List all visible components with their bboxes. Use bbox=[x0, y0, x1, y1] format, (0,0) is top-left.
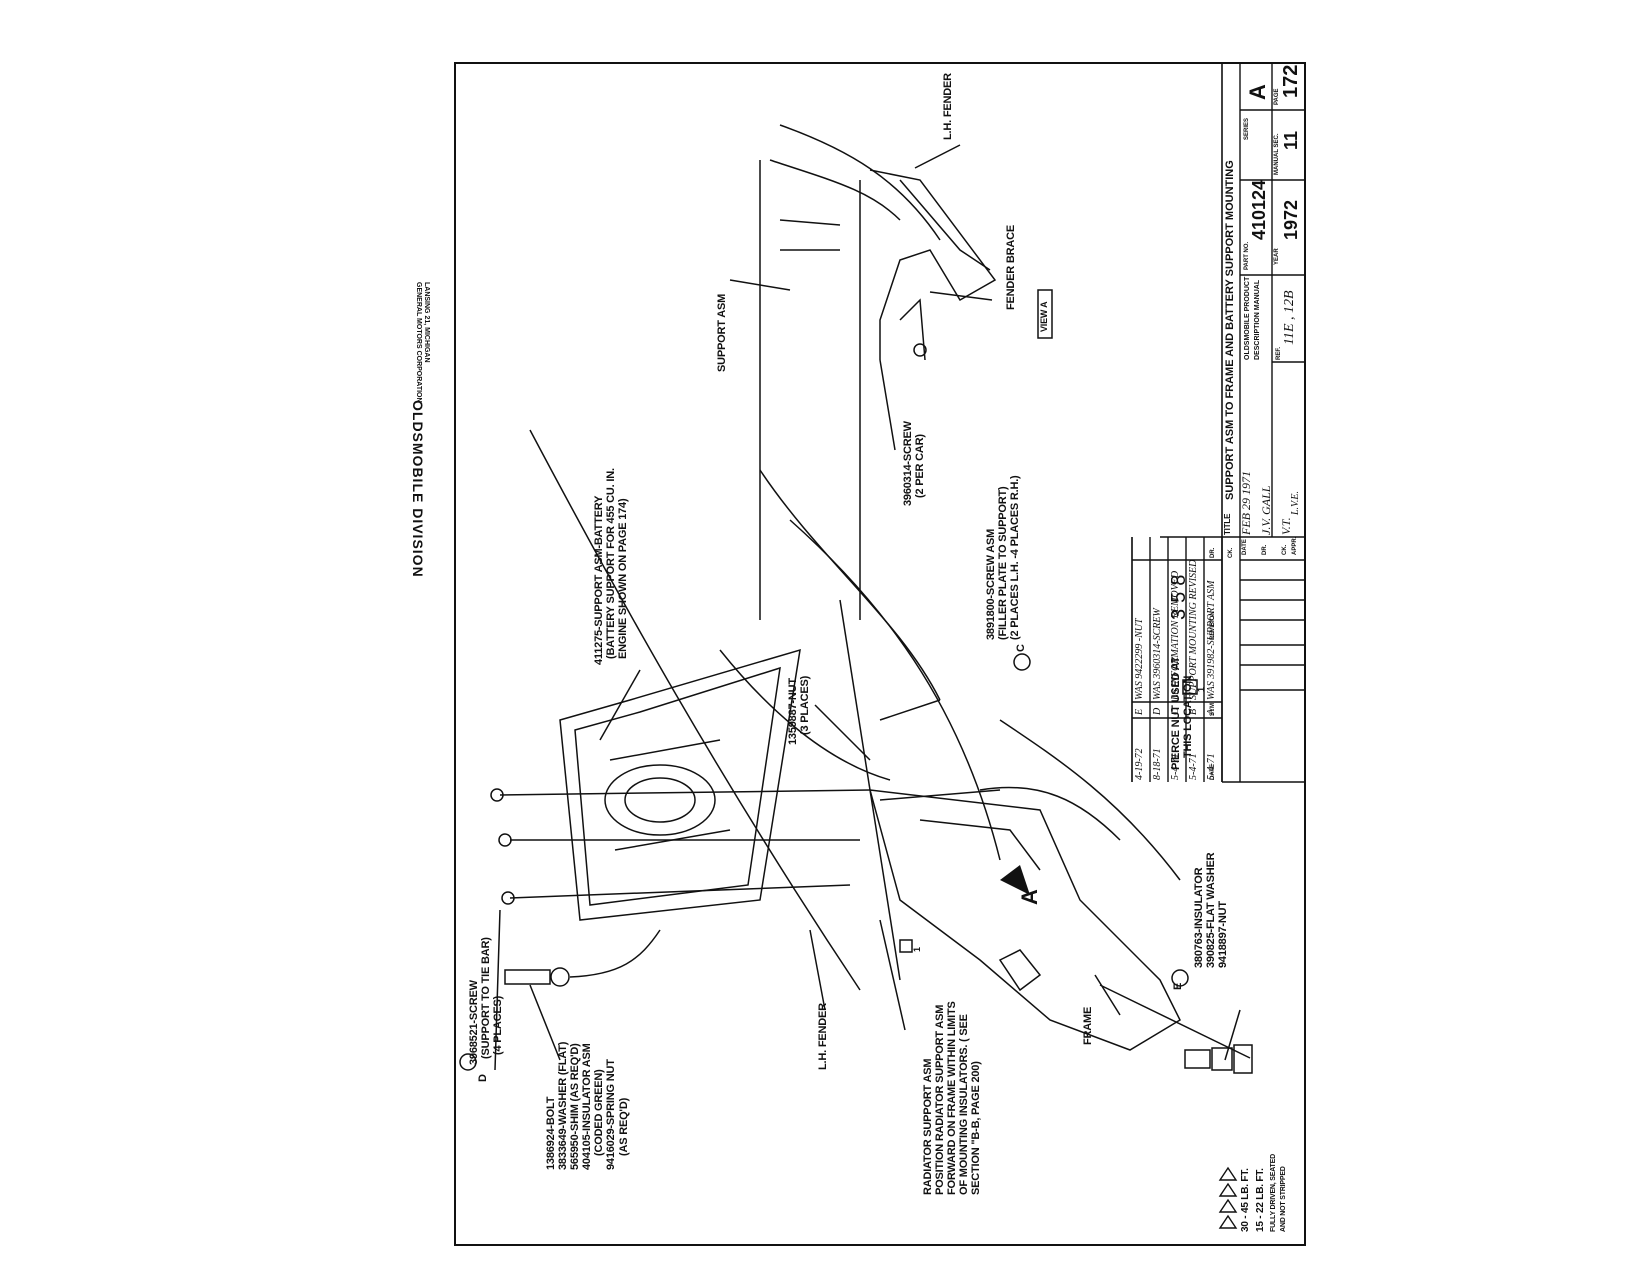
callout-radiator-support: RADIATOR SUPPORT ASM POSITION RADIATOR S… bbox=[922, 1001, 983, 1195]
rev-row-text: L6 INFORMATION REMOVED bbox=[1170, 570, 1181, 700]
title-label: TITLE bbox=[1223, 513, 1232, 535]
division-title: OLDSMOBILE DIVISION bbox=[410, 400, 426, 578]
rev-row-sym: E bbox=[1134, 708, 1145, 715]
rev-row-text: WAS 3960314-SCREW bbox=[1152, 608, 1163, 700]
callout-nut: 1359887-NUT (3 PLACES) bbox=[787, 675, 812, 745]
rev-row-sym: C bbox=[1170, 708, 1181, 715]
callout-support-asm: SUPPORT ASM bbox=[716, 293, 728, 372]
rev-row-date: 4-19-72 bbox=[1134, 748, 1145, 780]
rev-row-text: WAS 391982-SUPPORT ASM bbox=[1206, 580, 1217, 700]
manual-sec-value: 11 bbox=[1281, 130, 1301, 150]
callout-screw-per-car: 3960314-SCREW (2 PER CAR) bbox=[902, 421, 927, 506]
callout-lh-fender: L.H. FENDER bbox=[817, 1003, 829, 1070]
rev-row-sym: B bbox=[1188, 708, 1199, 715]
callout-lh-fender-top: L.H. FENDER bbox=[942, 73, 954, 140]
rev-col-dr: DR. bbox=[1210, 547, 1216, 558]
ck-value: V.T. bbox=[1279, 517, 1293, 535]
callout-screw-filler: 3891800-SCREW ASM (FILLER PLATE TO SUPPO… bbox=[985, 475, 1022, 640]
part-label: PART NO. bbox=[1244, 241, 1250, 270]
torque-note-3: FULLY DRIVEN, SEATED bbox=[1270, 1154, 1277, 1232]
rev-col-ck: CK. bbox=[1228, 547, 1234, 558]
ref-value: 11E , 12B bbox=[1282, 290, 1297, 345]
symbol-e: E bbox=[1172, 982, 1184, 990]
part-number: 410124 bbox=[1249, 179, 1269, 240]
rev-row-sym: A bbox=[1206, 708, 1217, 715]
page-value: 172 bbox=[1280, 64, 1302, 98]
view-a-label: VIEW A bbox=[1039, 301, 1049, 332]
callout-screw-tie-bar: 3968521-SCREW (SUPPORT TO TIE BAR) (4 PL… bbox=[468, 937, 505, 1065]
appr-label: APPR. bbox=[1292, 536, 1298, 555]
rev-row-text: SUPPORT MOUNTING REVISED bbox=[1188, 559, 1199, 700]
location-line: LANSING 21, MICHIGAN bbox=[423, 282, 430, 363]
ck-label: CK. bbox=[1282, 544, 1288, 555]
year-label: YEAR bbox=[1274, 248, 1280, 265]
callout-frame: FRAME bbox=[1082, 1006, 1094, 1045]
symbol-d: D bbox=[477, 1074, 489, 1082]
rev-row-date: 5-4-71 bbox=[1206, 753, 1217, 780]
torque-note-4: AND NOT STRIPPED bbox=[1280, 1166, 1287, 1232]
callout-insulator: 380763-INSULATOR 390825-FLAT WASHER 9418… bbox=[1193, 852, 1230, 968]
date-value: FEB 29 1971 bbox=[1239, 471, 1253, 535]
box-number-1: 1 bbox=[912, 946, 922, 952]
callout-fender-brace: FENDER BRACE bbox=[1005, 225, 1017, 310]
year-value: 1972 bbox=[1281, 199, 1301, 240]
rev-row-sym: D bbox=[1152, 707, 1163, 715]
manual-sec-label: MANUAL SEC. bbox=[1274, 133, 1280, 175]
pierce-box-number: 1 bbox=[1196, 686, 1206, 692]
view-a-arrow-icon bbox=[1000, 865, 1030, 895]
dr-value: J.V. GALL bbox=[1259, 485, 1273, 535]
dr-label: DR. bbox=[1262, 544, 1268, 555]
rev-row-date: 8-18-71 bbox=[1152, 748, 1163, 780]
callout-bolt-stack: 1386924-BOLT 3833649-WASHER (FLAT) 56595… bbox=[545, 1041, 630, 1170]
ref-label: REF. bbox=[1276, 346, 1282, 360]
torque-note-1: 30 - 45 LB. FT. bbox=[1240, 1168, 1251, 1232]
series-label: SERIES bbox=[1244, 117, 1250, 140]
corporation-line: GENERAL MOTORS CORPORATION bbox=[415, 282, 422, 403]
product-line-2: DESCRIPTION MANUAL bbox=[1254, 279, 1261, 360]
drawing-title: SUPPORT ASM TO FRAME AND BATTERY SUPPORT… bbox=[1224, 160, 1236, 500]
rev-row-date: 5-4-71 bbox=[1188, 753, 1199, 780]
view-a-big-letter: A bbox=[1017, 889, 1042, 905]
callout-battery-support: 411275-SUPPORT ASM-BATTERY (BATTERY SUPP… bbox=[593, 468, 630, 665]
symbol-c: C bbox=[1015, 644, 1027, 652]
series-value: A bbox=[1245, 84, 1270, 100]
rev-row-text: WAS 9422299 -NUT bbox=[1134, 618, 1145, 700]
torque-note-2: 15 - 22 LB. FT. bbox=[1255, 1168, 1266, 1232]
date-label: DATE bbox=[1242, 539, 1248, 555]
appr-value: L.V.E. bbox=[1290, 491, 1301, 515]
product-line-1: OLDSMOBILE PRODUCT bbox=[1244, 276, 1251, 360]
rev-row-date: 5-4-71 bbox=[1170, 753, 1181, 780]
